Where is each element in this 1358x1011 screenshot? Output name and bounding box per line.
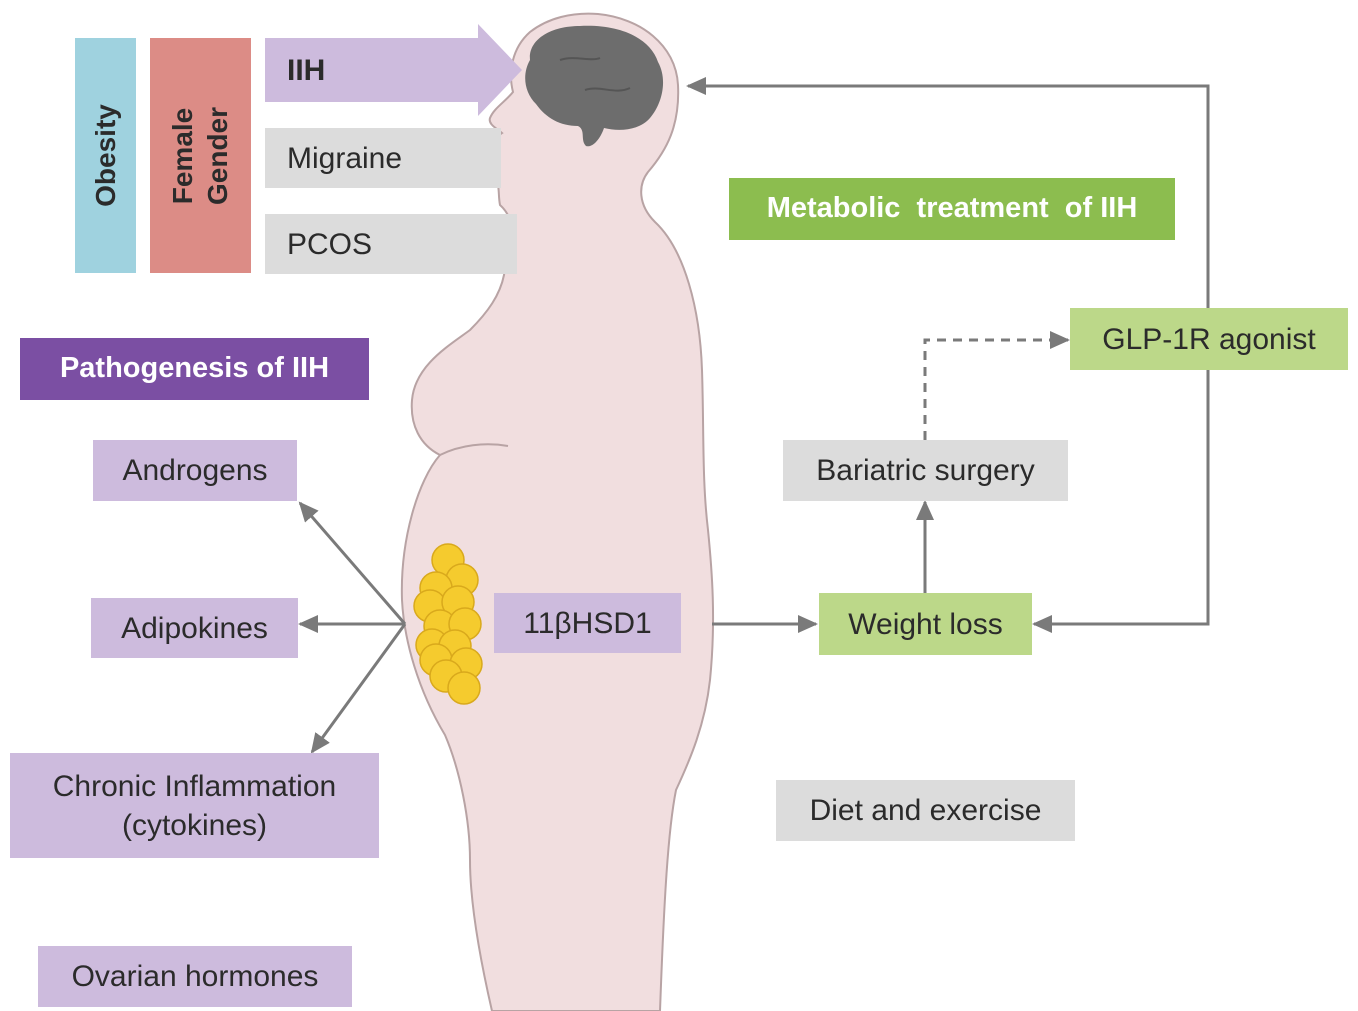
weight-loss-box: Weight loss <box>819 593 1032 655</box>
chronic-inflammation-box: Chronic Inflammation (cytokines) <box>10 753 379 858</box>
metabolic-treatment-title: Metabolic treatment of IIH <box>729 178 1175 240</box>
feedback-line-to-weight-loss <box>1032 370 1210 633</box>
bariatric-surgery-box: Bariatric surgery <box>783 440 1068 501</box>
obesity-box: Obesity <box>75 38 136 273</box>
adipokines-box: Adipokines <box>91 598 298 658</box>
fat-cells <box>413 543 483 705</box>
iih-arrow-shape <box>265 24 522 116</box>
belly-fold-line <box>439 443 509 456</box>
enzyme-11bhsd1-box: 11βHSD1 <box>494 593 681 653</box>
pcos-box: PCOS <box>265 214 517 274</box>
androgens-box: Androgens <box>93 440 297 501</box>
female-gender-box: Female Gender <box>150 38 251 273</box>
dashed-arrow-bariatric-to-glp1 <box>923 331 1070 440</box>
feedback-line-to-brain <box>686 77 1210 308</box>
arrow-to-androgens <box>298 501 407 625</box>
arrow-to-inflammation <box>310 623 407 754</box>
obesity-label: Obesity <box>90 104 122 207</box>
brain-fold <box>559 57 601 61</box>
pathogenesis-title: Pathogenesis of IIH <box>20 338 369 400</box>
glp1-agonist-box: GLP-1R agonist <box>1070 308 1348 370</box>
brain-fold <box>584 87 631 92</box>
female-gender-label: Female Gender <box>167 106 234 205</box>
migraine-box: Migraine <box>265 128 501 188</box>
diet-exercise-box: Diet and exercise <box>776 780 1075 841</box>
brain <box>525 25 664 147</box>
iih-label: IIH <box>287 53 326 87</box>
ovarian-hormones-box: Ovarian hormones <box>38 946 352 1007</box>
